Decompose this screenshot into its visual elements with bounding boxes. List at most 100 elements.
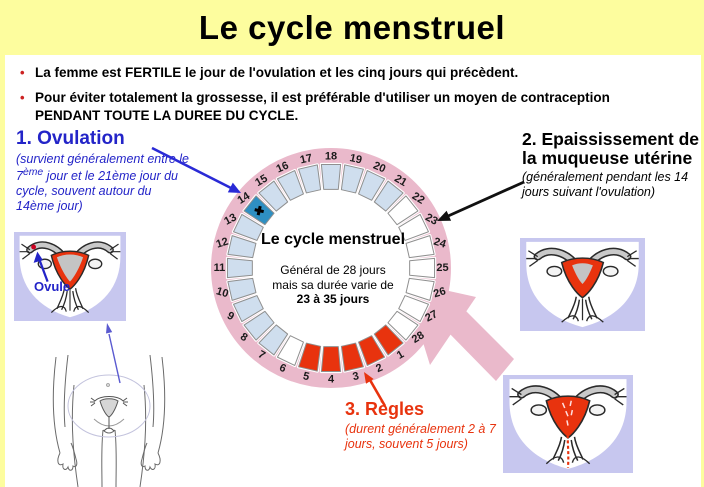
bullet-text-caps: PENDANT TOUTE LA DUREE DU CYCLE. (35, 107, 299, 123)
day-number-22: 22 (410, 190, 427, 207)
day-number-8: 8 (238, 331, 250, 344)
day-segment-border-10 (227, 277, 257, 301)
day-segment-border-3 (340, 342, 364, 372)
day-segment-border-1 (373, 324, 404, 356)
day-segment-18 (319, 162, 343, 191)
day-number-4: 4 (328, 374, 335, 386)
bullet-text: Pour éviter totalement la grossesse, il … (35, 89, 610, 105)
day-number-15: 15 (253, 173, 270, 190)
right-side-line (149, 355, 155, 428)
day-segment-border-21 (373, 180, 404, 212)
day-number-20: 20 (371, 160, 387, 176)
day-number-10: 10 (215, 285, 230, 300)
day-segment-border-16 (276, 170, 304, 201)
day-segment-border-4 (320, 346, 342, 373)
wheel-center-line1: Général de 28 jours (280, 263, 386, 277)
uterus-drawing-regles (503, 375, 633, 473)
annotation-regles-detail: (durent généralement 2 à 7 jours, souven… (345, 422, 496, 451)
day-segment-border-28 (387, 310, 419, 341)
day-segment-border-22 (387, 195, 419, 226)
page-title: Le cycle menstruel (198, 8, 506, 46)
uterus-drawing-muqueuse (520, 238, 645, 331)
annotation-muqueuse-heading: 2. Epaississement de la muqueuse utérine (522, 129, 700, 168)
day-segment-border-24 (405, 235, 435, 259)
day-number-11: 11 (214, 262, 226, 274)
day-number-7: 7 (256, 348, 267, 361)
day-segment-border-23 (398, 213, 429, 241)
annotation-regles-heading: 3. Règles (345, 399, 425, 419)
inner-leg-lines (101, 429, 117, 487)
annotation-regles: 3. Règles (durent généralement 2 à 7 jou… (345, 399, 513, 452)
day-number-9: 9 (225, 310, 236, 323)
day-number-2: 2 (374, 362, 384, 375)
annotation-muqueuse: 2. Epaississement de la muqueuse utérine… (522, 130, 702, 200)
mini-uterus (90, 396, 128, 432)
day-number-12: 12 (215, 236, 230, 251)
day-segment-4 (319, 345, 343, 374)
day-segment-border-20 (358, 170, 386, 201)
day-number-21: 21 (392, 173, 409, 190)
day-segment-border-13 (233, 213, 264, 241)
bullet-list: La femme est FERTILE le jour de l'ovulat… (18, 64, 686, 131)
left-side-line (63, 355, 69, 428)
cycle-direction-arrow-tail (446, 311, 514, 381)
left-leg-line (71, 384, 79, 487)
day-number-23: 23 (423, 211, 439, 227)
day-segment-border-2 (358, 335, 386, 366)
left-arm-line (52, 356, 61, 454)
right-arm-line (157, 356, 166, 454)
day-number-13: 13 (222, 211, 238, 227)
left-hand-line (57, 442, 78, 471)
uterus-illustration-ovulation (14, 232, 126, 321)
day-segment-border-8 (243, 310, 275, 341)
annotation-muqueuse-detail: (généralement pendant les 14 jours suiva… (522, 169, 689, 199)
day-segment-border-7 (258, 324, 289, 356)
day-number-6: 6 (277, 362, 287, 375)
day-number-5: 5 (302, 370, 311, 383)
bullet-text: La femme est FERTILE le jour de l'ovulat… (35, 65, 519, 80)
day-segment-border-5 (298, 342, 322, 372)
day-number-25: 25 (436, 262, 448, 274)
uterus-drawing-ovulation (14, 232, 126, 321)
day-number-28: 28 (410, 329, 427, 346)
wheel-center-title: Le cycle menstruel (260, 231, 406, 248)
day-segment-border-25 (409, 257, 436, 279)
annotation-ovulation-heading: 1. Ovulation (16, 128, 125, 149)
day-number-17: 17 (299, 152, 314, 166)
day-segment-border-12 (227, 235, 257, 259)
bullet-item-fertile: La femme est FERTILE le jour de l'ovulat… (18, 64, 686, 82)
wheel-center-line3: 23 à 35 jours (296, 292, 370, 306)
day-number-3: 3 (352, 370, 361, 383)
day-number-26: 26 (432, 285, 447, 300)
wheel-center (252, 189, 410, 347)
day-segment-border-27 (398, 295, 429, 323)
body-outline-drawing (52, 355, 166, 487)
day-segment-border-9 (233, 295, 264, 323)
uterus-illustration-muqueuse (520, 238, 645, 331)
day-segment-border-18 (320, 163, 342, 190)
day-segment-border-6 (276, 335, 304, 366)
day-number-18: 18 (325, 151, 337, 163)
title-bar: Le cycle menstruel (0, 0, 704, 55)
day-segment-border-11 (226, 257, 253, 279)
day-number-19: 19 (349, 152, 364, 166)
wheel-center-line2: mais sa durée varie de (272, 277, 394, 292)
annotation-ovulation-detail: (survient généralement entre le 7ème jou… (16, 152, 190, 214)
bullet-item-contraception: Pour éviter totalement la grossesse, il … (18, 89, 686, 125)
uterus-illustration-regles (503, 375, 633, 473)
day-segment-border-14 (243, 195, 275, 226)
annotation-ovulation: 1. Ovulation (survient généralement entr… (16, 128, 192, 214)
right-hand-line (140, 442, 161, 471)
day-segment-border-15 (258, 180, 289, 212)
left-border (0, 55, 5, 487)
navel-dot (106, 383, 110, 387)
right-leg-line (139, 384, 147, 487)
ovule-label: Ovule (34, 279, 71, 294)
wheel-center-text: Le cycle menstruel Général de 28 jours m… (233, 231, 433, 307)
day-segment-border-17 (298, 164, 322, 194)
day-number-16: 16 (275, 160, 291, 176)
day-segment-border-19 (340, 164, 364, 194)
